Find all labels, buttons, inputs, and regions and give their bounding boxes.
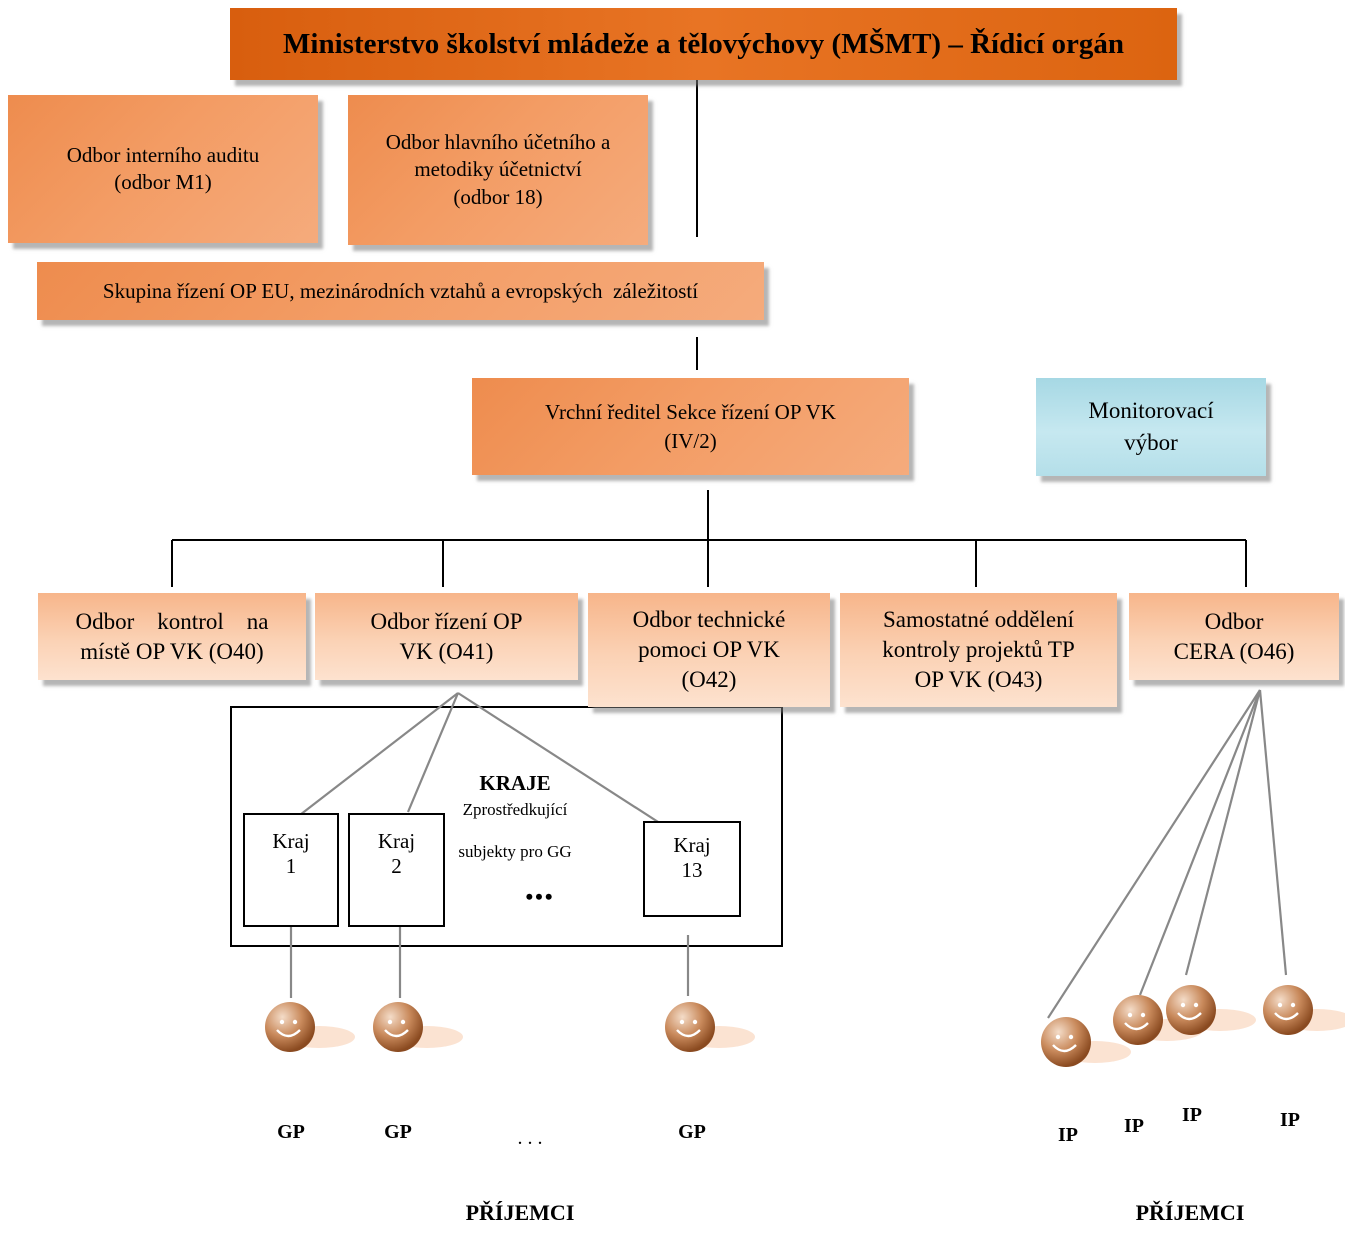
ip-label: IP	[1124, 1115, 1144, 1137]
smiley-face-icon	[373, 1002, 463, 1052]
regions-subtitle-line1: Zprostředkující	[462, 800, 568, 819]
management-group-box: Skupina řízení OP EU, mezinárodních vzta…	[37, 262, 764, 320]
ministry-title: Ministerstvo školství mládeže a tělových…	[283, 27, 1124, 60]
smiley-face-icon	[265, 1002, 355, 1052]
smiley-face-icon	[1166, 985, 1256, 1035]
ip-label: IP	[1182, 1104, 1202, 1126]
audit-department-label: Odbor interního auditu (odbor M1)	[66, 142, 260, 194]
department-o42-box: Odbor technické pomoci OP VK (O42)	[588, 593, 830, 707]
gp-label: GP	[384, 1121, 412, 1143]
region-box-1: Kraj 1	[243, 813, 339, 927]
ip-label: IP	[1280, 1109, 1300, 1131]
smiley-face-icon	[1041, 1017, 1131, 1067]
department-o46-box: Odbor CERA (O46)	[1129, 593, 1339, 680]
gp-ellipsis: . . .	[517, 1127, 543, 1149]
department-o40-label: Odbor kontrol na místě OP VK (O40)	[75, 608, 269, 664]
beneficiaries-footer-right: PŘÍJEMCI	[1135, 1200, 1245, 1225]
gp-label: GP	[678, 1121, 706, 1143]
ministry-header: Ministerstvo školství mládeže a tělových…	[230, 8, 1177, 80]
department-o42-label: Odbor technické pomoci OP VK (O42)	[632, 607, 786, 692]
management-group-label: Skupina řízení OP EU, mezinárodních vzta…	[102, 278, 699, 303]
monitoring-committee-box: Monitorovací výbor	[1036, 378, 1266, 476]
gp-label: GP	[277, 1121, 305, 1143]
department-o40-box: Odbor kontrol na místě OP VK (O40)	[38, 593, 306, 680]
smiley-face-icon	[665, 1002, 755, 1052]
monitoring-committee-label: Monitorovací výbor	[1088, 397, 1214, 455]
department-o46-label: Odbor CERA (O46)	[1173, 608, 1295, 664]
beneficiaries-footer-left: PŘÍJEMCI	[465, 1200, 575, 1225]
department-o43-box: Samostatné oddělení kontroly projektů TP…	[840, 593, 1117, 707]
smiley-face-icon	[1263, 985, 1345, 1035]
regions-heading: KRAJE	[479, 771, 551, 795]
accounting-department-box: Odbor hlavního účetního a metodiky účetn…	[348, 95, 648, 245]
director-label: Vrchní ředitel Sekce řízení OP VK (IV/2)	[545, 400, 836, 453]
regions-ellipsis: •••	[525, 884, 555, 909]
department-o41-label: Odbor řízení OP VK (O41)	[370, 608, 523, 664]
department-o41-box: Odbor řízení OP VK (O41)	[315, 593, 578, 680]
region-box-13: Kraj 13	[643, 821, 741, 917]
regions-subtitle-line2: subjekty pro GG	[458, 842, 572, 861]
accounting-department-label: Odbor hlavního účetního a metodiky účetn…	[385, 130, 611, 209]
director-box: Vrchní ředitel Sekce řízení OP VK (IV/2)	[472, 378, 909, 475]
ip-label: IP	[1058, 1124, 1078, 1146]
audit-department-box: Odbor interního auditu (odbor M1)	[8, 95, 318, 243]
region-box-2: Kraj 2	[348, 813, 445, 927]
department-o43-label: Samostatné oddělení kontroly projektů TP…	[882, 607, 1075, 692]
